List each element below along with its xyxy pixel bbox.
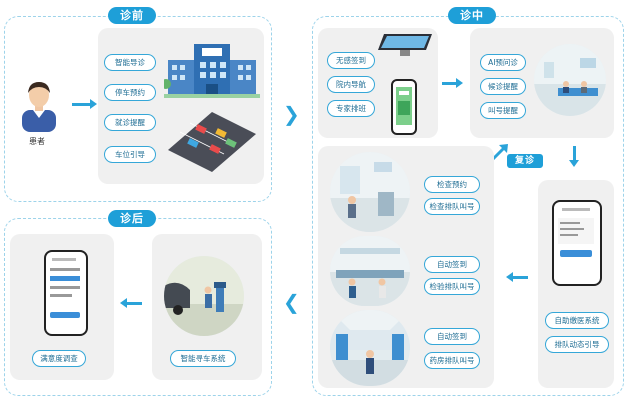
exam-pill: 药房排队叫号 xyxy=(424,352,480,369)
revisit-badge: 复诊 xyxy=(507,154,544,168)
arrow-left-icon xyxy=(126,302,142,305)
car-finder-illustration xyxy=(164,256,244,336)
lab-room-icon xyxy=(330,236,410,306)
before-pill: 停车预约 xyxy=(104,84,156,101)
phone-survey-icon xyxy=(44,250,88,336)
exam-pill: 自动签到 xyxy=(424,256,480,273)
exam-pill: 检查排队叫号 xyxy=(424,198,480,215)
car-finder-label: 智能寻车系统 xyxy=(170,350,236,367)
pharmacy-illustration xyxy=(330,310,410,386)
ai-pill: 叫号提醒 xyxy=(480,102,526,119)
ai-pill: 候诊提醒 xyxy=(480,78,526,95)
ai-pill: AI预问诊 xyxy=(480,54,526,71)
chevron-right-icon: ❯ xyxy=(283,102,300,126)
lab-room-illustration xyxy=(330,236,410,306)
self-service-pill: 排队动态引导 xyxy=(545,336,609,353)
survey-label: 满意度调查 xyxy=(32,350,86,367)
self-service-pill: 自助缴医系统 xyxy=(545,312,609,329)
exam-room-illustration xyxy=(330,152,410,232)
patient-label: 患者 xyxy=(29,137,45,146)
car-finder-icon xyxy=(164,256,244,336)
arrow-down-icon xyxy=(569,160,579,167)
exam-pill: 检查预约 xyxy=(424,176,480,193)
exam-pill: 自动签到 xyxy=(424,328,480,345)
hospital-building-icon xyxy=(164,44,260,98)
before-pill: 智能导诊 xyxy=(104,54,156,71)
arrow-left-icon xyxy=(120,298,127,308)
exam-room-icon xyxy=(330,152,410,232)
pharmacy-icon xyxy=(330,310,410,386)
arrow-right-icon xyxy=(456,78,463,88)
kiosk-pill: 院内导航 xyxy=(327,76,375,93)
arrow-right-icon xyxy=(442,82,458,85)
arrow-left-icon xyxy=(506,272,513,282)
phone-navigation-icon xyxy=(391,79,417,135)
after-section-title: 诊后 xyxy=(108,210,156,227)
during-section-title: 诊中 xyxy=(448,7,496,24)
touch-screen-kiosk-icon xyxy=(378,34,432,56)
arrow-left-icon xyxy=(512,276,528,279)
arrow-right-icon xyxy=(72,103,92,106)
before-pill: 就诊提醒 xyxy=(104,114,156,131)
before-pill: 车位引导 xyxy=(104,146,156,163)
arrow-right-icon xyxy=(90,99,97,109)
before-section-title: 诊前 xyxy=(108,7,156,24)
waiting-room-icon xyxy=(534,44,606,116)
patient-avatar xyxy=(22,82,56,132)
kiosk-pill: 无感签到 xyxy=(327,52,375,69)
kiosk-pill: 专家排班 xyxy=(327,100,375,117)
chevron-left-icon: ❮ xyxy=(283,290,300,314)
parking-lot-icon xyxy=(168,112,256,172)
arrow-down-icon xyxy=(573,146,576,162)
phone-app-icon xyxy=(552,200,602,286)
exam-pill: 检验排队叫号 xyxy=(424,278,480,295)
waiting-room-illustration xyxy=(534,44,606,116)
